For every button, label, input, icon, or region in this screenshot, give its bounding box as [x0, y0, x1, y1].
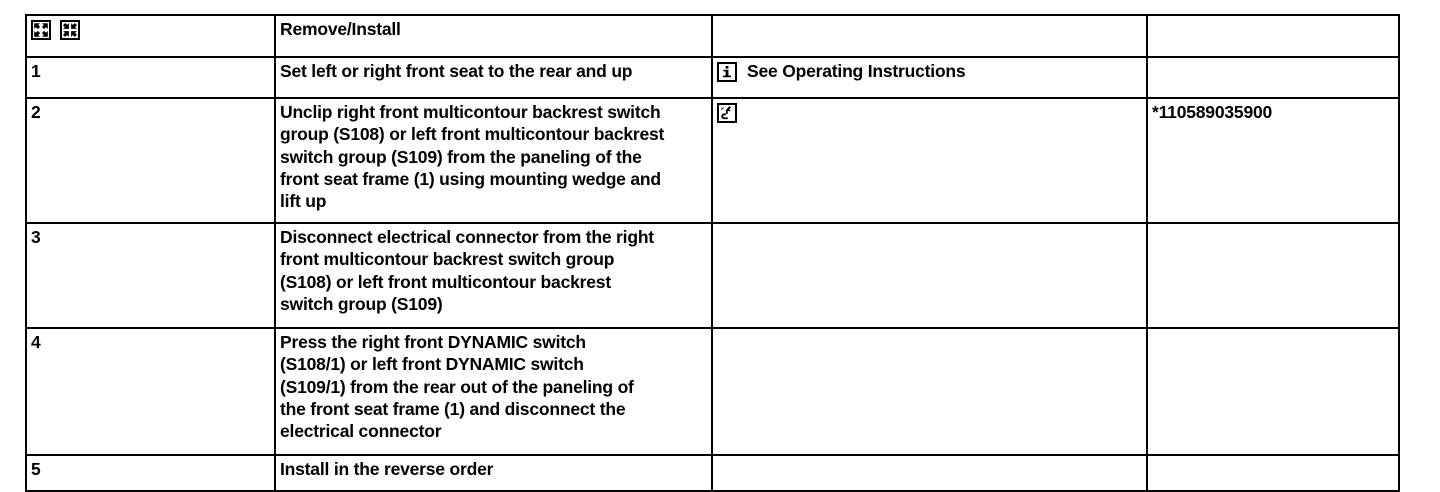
procedure-table: Remove/Install 1 Set left or right front…: [25, 14, 1400, 492]
step-part-cell: [1146, 222, 1400, 329]
step-note-cell: [711, 222, 1148, 329]
step-description: Set left or right front seat to the rear…: [280, 61, 633, 81]
expand-icon[interactable]: [31, 20, 51, 40]
step-part-cell: *110589035900: [1146, 97, 1400, 224]
table-row: 4 Press the right front DYNAMIC switch (…: [25, 327, 1400, 456]
info-icon: [717, 62, 737, 82]
step-description: Unclip right front multicontour backrest…: [280, 102, 665, 212]
step-number-cell: 1: [25, 56, 276, 99]
note-text: See Operating Instructions: [747, 61, 966, 81]
table-row: 2 Unclip right front multicontour backre…: [25, 97, 1400, 224]
header-cell-title: Remove/Install: [274, 14, 713, 58]
step-number: 4: [31, 332, 41, 352]
step-part-cell: [1146, 454, 1400, 492]
header-cell-icons: [25, 14, 276, 58]
step-number: 1: [31, 61, 41, 81]
step-number-cell: 3: [25, 222, 276, 329]
step-description-cell: Unclip right front multicontour backrest…: [274, 97, 713, 224]
table-row: 3 Disconnect electrical connector from t…: [25, 222, 1400, 329]
step-description-cell: Install in the reverse order: [274, 454, 713, 492]
collapse-icon[interactable]: [60, 20, 80, 40]
note-content: [717, 101, 1146, 123]
step-number: 3: [31, 227, 41, 247]
step-note-cell: See Operating Instructions: [711, 56, 1148, 99]
step-note-cell: [711, 327, 1148, 456]
step-number-cell: 4: [25, 327, 276, 456]
header-cell-part: [1146, 14, 1400, 58]
table-header-row: Remove/Install: [25, 14, 1400, 58]
step-description-cell: Press the right front DYNAMIC switch (S1…: [274, 327, 713, 456]
table-row: 5 Install in the reverse order: [25, 454, 1400, 492]
step-note-cell: [711, 454, 1148, 492]
step-number-cell: 5: [25, 454, 276, 492]
step-part-cell: [1146, 56, 1400, 99]
step-number: 2: [31, 102, 41, 122]
step-description: Disconnect electrical connector from the…: [280, 227, 654, 314]
step-description: Press the right front DYNAMIC switch (S1…: [280, 332, 634, 442]
step-description-cell: Set left or right front seat to the rear…: [274, 56, 713, 99]
step-description-cell: Disconnect electrical connector from the…: [274, 222, 713, 329]
table-row: 1 Set left or right front seat to the re…: [25, 56, 1400, 99]
header-cell-note: [711, 14, 1148, 58]
note-content: See Operating Instructions: [717, 60, 1146, 82]
step-note-cell: [711, 97, 1148, 224]
step-number: 5: [31, 459, 41, 479]
table-title: Remove/Install: [280, 19, 401, 39]
special-tool-icon: [717, 103, 737, 123]
part-number: *110589035900: [1152, 102, 1273, 122]
header-icon-group: [31, 18, 274, 40]
step-part-cell: [1146, 327, 1400, 456]
step-description: Install in the reverse order: [280, 459, 494, 479]
step-number-cell: 2: [25, 97, 276, 224]
